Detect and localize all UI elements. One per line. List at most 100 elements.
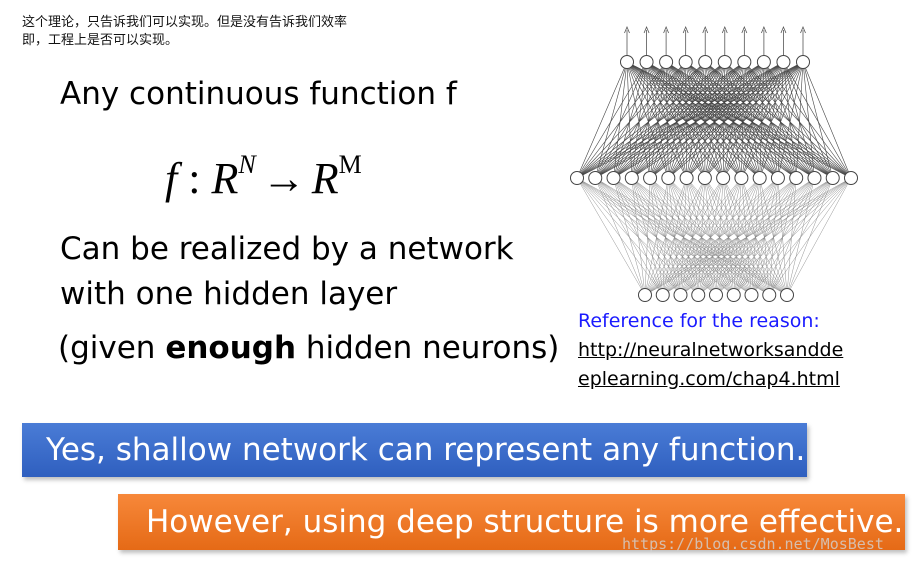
reference-link-line-1[interactable]: http://neuralnetworksandde: [578, 339, 844, 361]
connection-line: [686, 61, 706, 179]
connection-line: [649, 177, 717, 296]
connection-line: [613, 61, 686, 179]
connection-line: [685, 61, 815, 179]
connection-line: [744, 61, 797, 179]
connection-line: [576, 61, 745, 179]
connection-line: [704, 61, 779, 179]
connection-line: [613, 61, 745, 179]
connection-line: [668, 61, 784, 179]
input-neuron: [638, 288, 652, 302]
connection-line: [741, 61, 784, 179]
output-arrow-head: [780, 25, 787, 34]
connection-line: [646, 61, 706, 179]
connection-line: [576, 61, 725, 179]
connection-line: [704, 61, 745, 179]
connection-line: [644, 177, 833, 296]
connection-line: [783, 61, 815, 179]
connection-line: [704, 61, 784, 179]
connection-line: [613, 61, 647, 179]
connection-line: [613, 177, 646, 296]
connection-line: [715, 177, 724, 296]
connection-line: [613, 61, 706, 179]
connection-line: [626, 61, 651, 179]
connection-line: [595, 61, 686, 179]
enough-prefix: (given: [58, 330, 166, 366]
connection-line: [722, 61, 745, 179]
hidden-neuron: [606, 171, 621, 185]
connection-line: [744, 61, 852, 179]
connection-line: [626, 61, 760, 179]
connection-line: [744, 61, 815, 179]
connection-line: [724, 61, 797, 179]
connection-line: [649, 61, 784, 179]
connection-line: [631, 61, 647, 179]
output-arrow-head: [800, 25, 806, 34]
connection-line: [680, 177, 706, 296]
connection-line: [724, 61, 852, 179]
connection-line: [668, 177, 770, 296]
connection-line: [649, 61, 667, 179]
connection-line: [751, 177, 760, 296]
input-neuron: [744, 288, 759, 302]
connection-line: [704, 177, 788, 296]
connection-line: [595, 177, 663, 296]
connection-line: [649, 177, 681, 296]
connection-line: [646, 61, 833, 179]
formula-arrow: →: [261, 154, 306, 203]
connection-line: [646, 61, 779, 179]
connection-line: [649, 61, 706, 179]
connection-line: [722, 61, 726, 179]
connection-line: [649, 61, 686, 179]
connection-line: [668, 177, 752, 296]
connection-line: [685, 61, 724, 179]
connection-line: [686, 177, 788, 296]
connection-line: [722, 177, 752, 296]
connection-line: [649, 177, 699, 296]
connection-line: [626, 61, 706, 179]
connection-line: [741, 61, 745, 179]
output-neuron: [776, 55, 791, 69]
chinese-note: 这个理论，只告诉我们可以实现。但是没有告诉我们效率 即，工程上是否可以实现。: [22, 14, 442, 50]
connection-line: [626, 61, 815, 179]
connection-line: [631, 61, 745, 179]
connection-line: [686, 61, 726, 179]
connection-line: [649, 61, 726, 179]
connection-line: [686, 177, 699, 296]
connection-line: [802, 61, 815, 179]
output-arrow-head: [702, 25, 709, 34]
connection-line: [644, 177, 760, 296]
connection-line: [741, 177, 752, 296]
output-neuron: [620, 55, 634, 69]
connection-line: [777, 177, 788, 296]
output-neuron: [678, 55, 693, 69]
connection-line: [763, 61, 815, 179]
connection-line: [576, 61, 686, 179]
statement-line-hidden-layer: with one hidden layer: [60, 276, 398, 312]
formula-domain: R: [211, 154, 239, 203]
formula-colon: :: [177, 154, 212, 203]
connection-line: [704, 177, 717, 296]
connection-line: [686, 177, 717, 296]
connection-line: [668, 177, 717, 296]
connection-line: [595, 177, 681, 296]
connection-line: [733, 177, 852, 296]
output-neuron: [717, 55, 732, 69]
connection-line: [783, 61, 852, 179]
connection-line: [646, 61, 852, 179]
connection-line: [626, 61, 852, 179]
connection-line: [576, 61, 667, 179]
connection-line: [759, 61, 804, 179]
hidden-neuron: [588, 171, 603, 185]
connection-line: [595, 177, 646, 296]
connection-line: [668, 177, 734, 296]
connection-line: [613, 177, 663, 296]
connection-line: [576, 61, 765, 179]
connection-line: [665, 61, 669, 179]
connection-line: [704, 61, 804, 179]
chinese-note-line-2: 即，工程上是否可以实现。: [22, 33, 179, 48]
connection-line: [715, 177, 742, 296]
input-neuron: [673, 288, 688, 302]
reference-link-line-2[interactable]: eplearning.com/chap4.html: [578, 368, 840, 390]
connection-line: [631, 177, 681, 296]
connection-line: [685, 61, 779, 179]
